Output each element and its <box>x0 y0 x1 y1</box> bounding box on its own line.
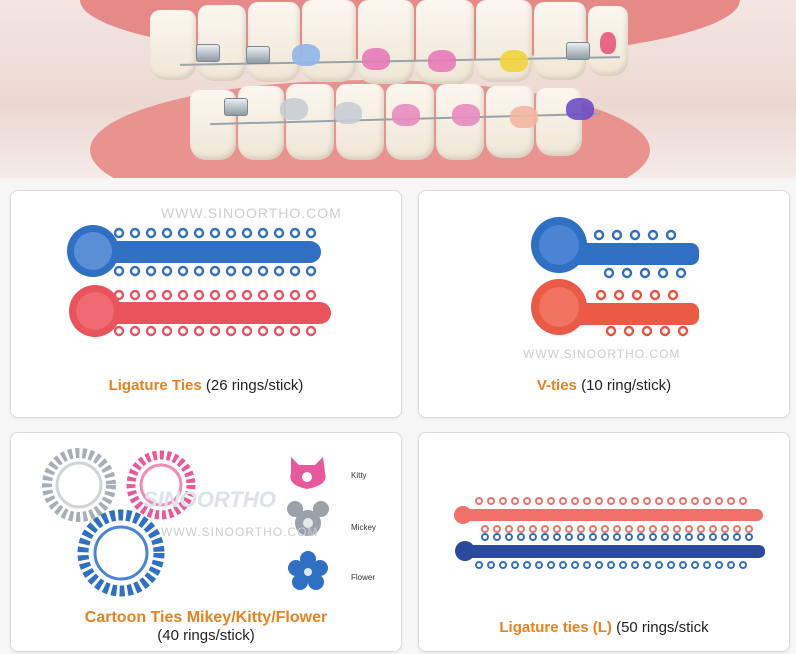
cartoon-ties-image <box>42 448 329 597</box>
caption-highlight: Ligature Ties <box>108 377 202 394</box>
label-kitty: Kitty <box>351 471 367 480</box>
caption-v-ties: V-ties (10 ring/stick) <box>419 377 789 394</box>
label-mickey: Mickey <box>351 523 376 532</box>
caption-cartoon-ties: Cartoon Ties Mikey/Kitty/Flower (40 ring… <box>11 609 401 644</box>
panel-v-ties: WWW.SINOORTHO.COM V-ties (10 ring/stick) <box>418 190 790 418</box>
caption-highlight: Ligature ties (L) <box>499 619 612 636</box>
panel-ligature-ties: WWW.SINOORTHO.COM Ligature Ties (26 ring… <box>10 190 402 418</box>
ligature-ties-image <box>67 225 331 337</box>
panel-cartoon-ties: Kitty Mickey Flower SINOORTHO WWW.SINOOR… <box>10 432 402 652</box>
ligature-ties-l-image <box>454 497 765 569</box>
watermark-url: WWW.SINOORTHO.COM <box>161 205 342 221</box>
caption-ligature-ties-l: Ligature ties (L) (50 rings/stick <box>419 619 789 636</box>
watermark-url-small: WWW.SINOORTHO.COM <box>523 347 681 361</box>
caption-rest: (26 rings/stick) <box>201 377 304 394</box>
caption-rest: (50 rings/stick <box>611 619 709 636</box>
caption-rest: (40 rings/stick) <box>157 627 255 644</box>
watermark-url-mid: WWW.SINOORTHO.COM <box>161 525 319 539</box>
v-ties-image <box>531 217 699 337</box>
caption-highlight: V-ties <box>536 377 577 394</box>
watermark-logo: SINOORTHO <box>143 487 276 512</box>
hero-photo-braces <box>0 0 796 178</box>
label-flower: Flower <box>351 573 376 582</box>
panel-ligature-ties-l: Ligature ties (L) (50 rings/stick <box>418 432 790 652</box>
caption-ligature-ties: Ligature Ties (26 rings/stick) <box>11 377 401 394</box>
caption-rest: (10 ring/stick) <box>576 377 672 394</box>
caption-highlight: Cartoon Ties Mikey/Kitty/Flower <box>84 609 328 626</box>
